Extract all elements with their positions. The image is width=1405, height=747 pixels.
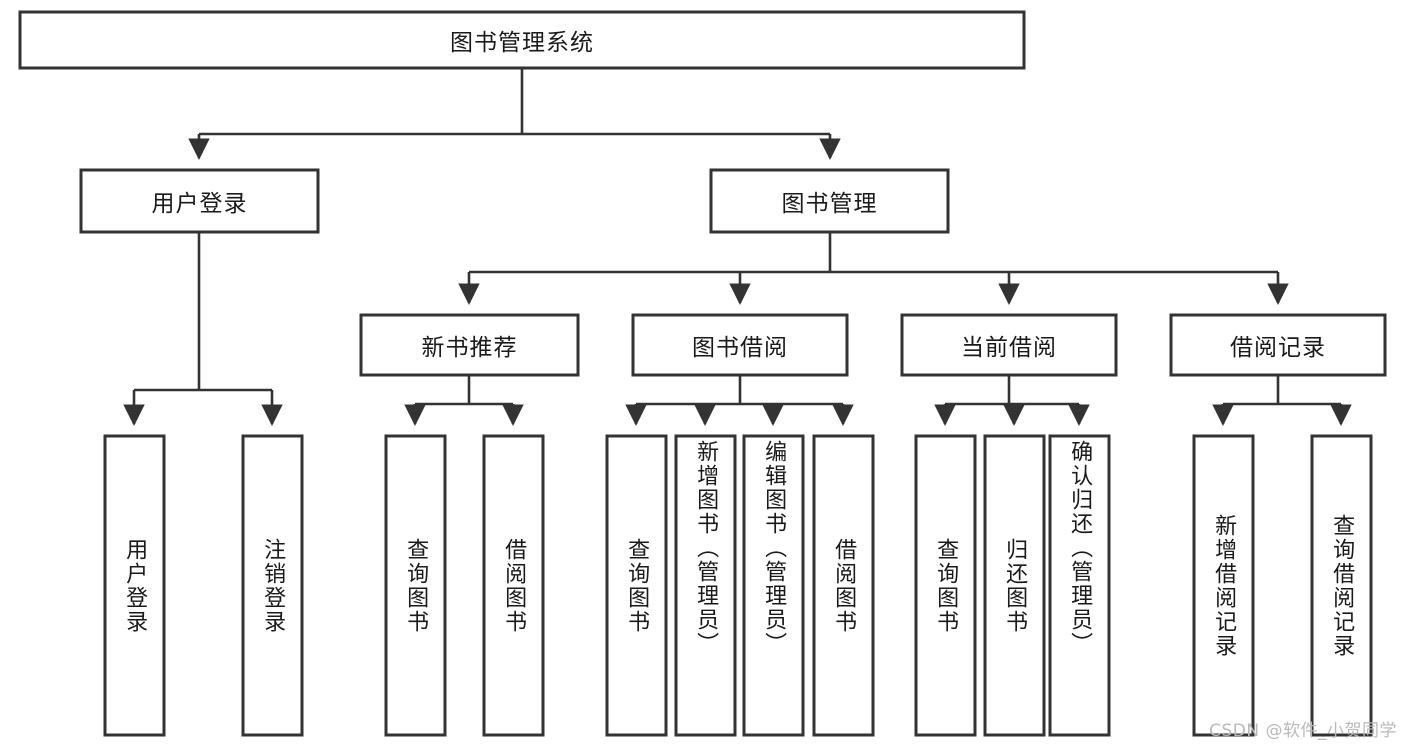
connector-root-to-level2 [188,68,841,160]
node-leaf-return-book[interactable] [983,434,1046,737]
node-user-login[interactable] [79,168,320,234]
node-new-book-recommend[interactable] [359,313,580,377]
node-current-borrow[interactable] [900,313,1118,377]
node-leaf-borrow-book-1[interactable] [482,434,545,737]
node-leaf-confirm-return[interactable] [1048,434,1111,737]
connector-currentborrow-to-leaves [934,375,1090,426]
node-borrow-record[interactable] [1169,313,1387,377]
node-leaf-add-book[interactable] [674,434,737,737]
connector-bookmanage-to-level3 [458,232,1289,305]
node-leaf-query-book-3[interactable] [914,434,977,737]
node-book-borrow[interactable] [631,313,849,377]
node-leaf-edit-book[interactable] [742,434,805,737]
watermark-text: CSDN @软件_小贺同学 [1209,721,1397,741]
node-leaf-logout[interactable] [241,434,304,737]
connector-borrowrecord-to-leaves [1212,375,1352,426]
node-book-manage[interactable] [709,168,950,234]
node-leaf-query-book-1[interactable] [384,434,447,737]
node-leaf-query-record[interactable] [1310,434,1373,737]
node-leaf-user-login[interactable] [103,434,166,737]
node-root[interactable] [18,10,1026,70]
connector-userlogin-to-leaves [123,232,283,426]
node-leaf-borrow-book-2[interactable] [812,434,875,737]
connector-newbook-to-leaves [404,375,524,426]
connector-bookborrow-to-leaves [625,375,854,426]
node-leaf-add-record[interactable] [1192,434,1255,737]
node-leaf-query-book-2[interactable] [605,434,668,737]
